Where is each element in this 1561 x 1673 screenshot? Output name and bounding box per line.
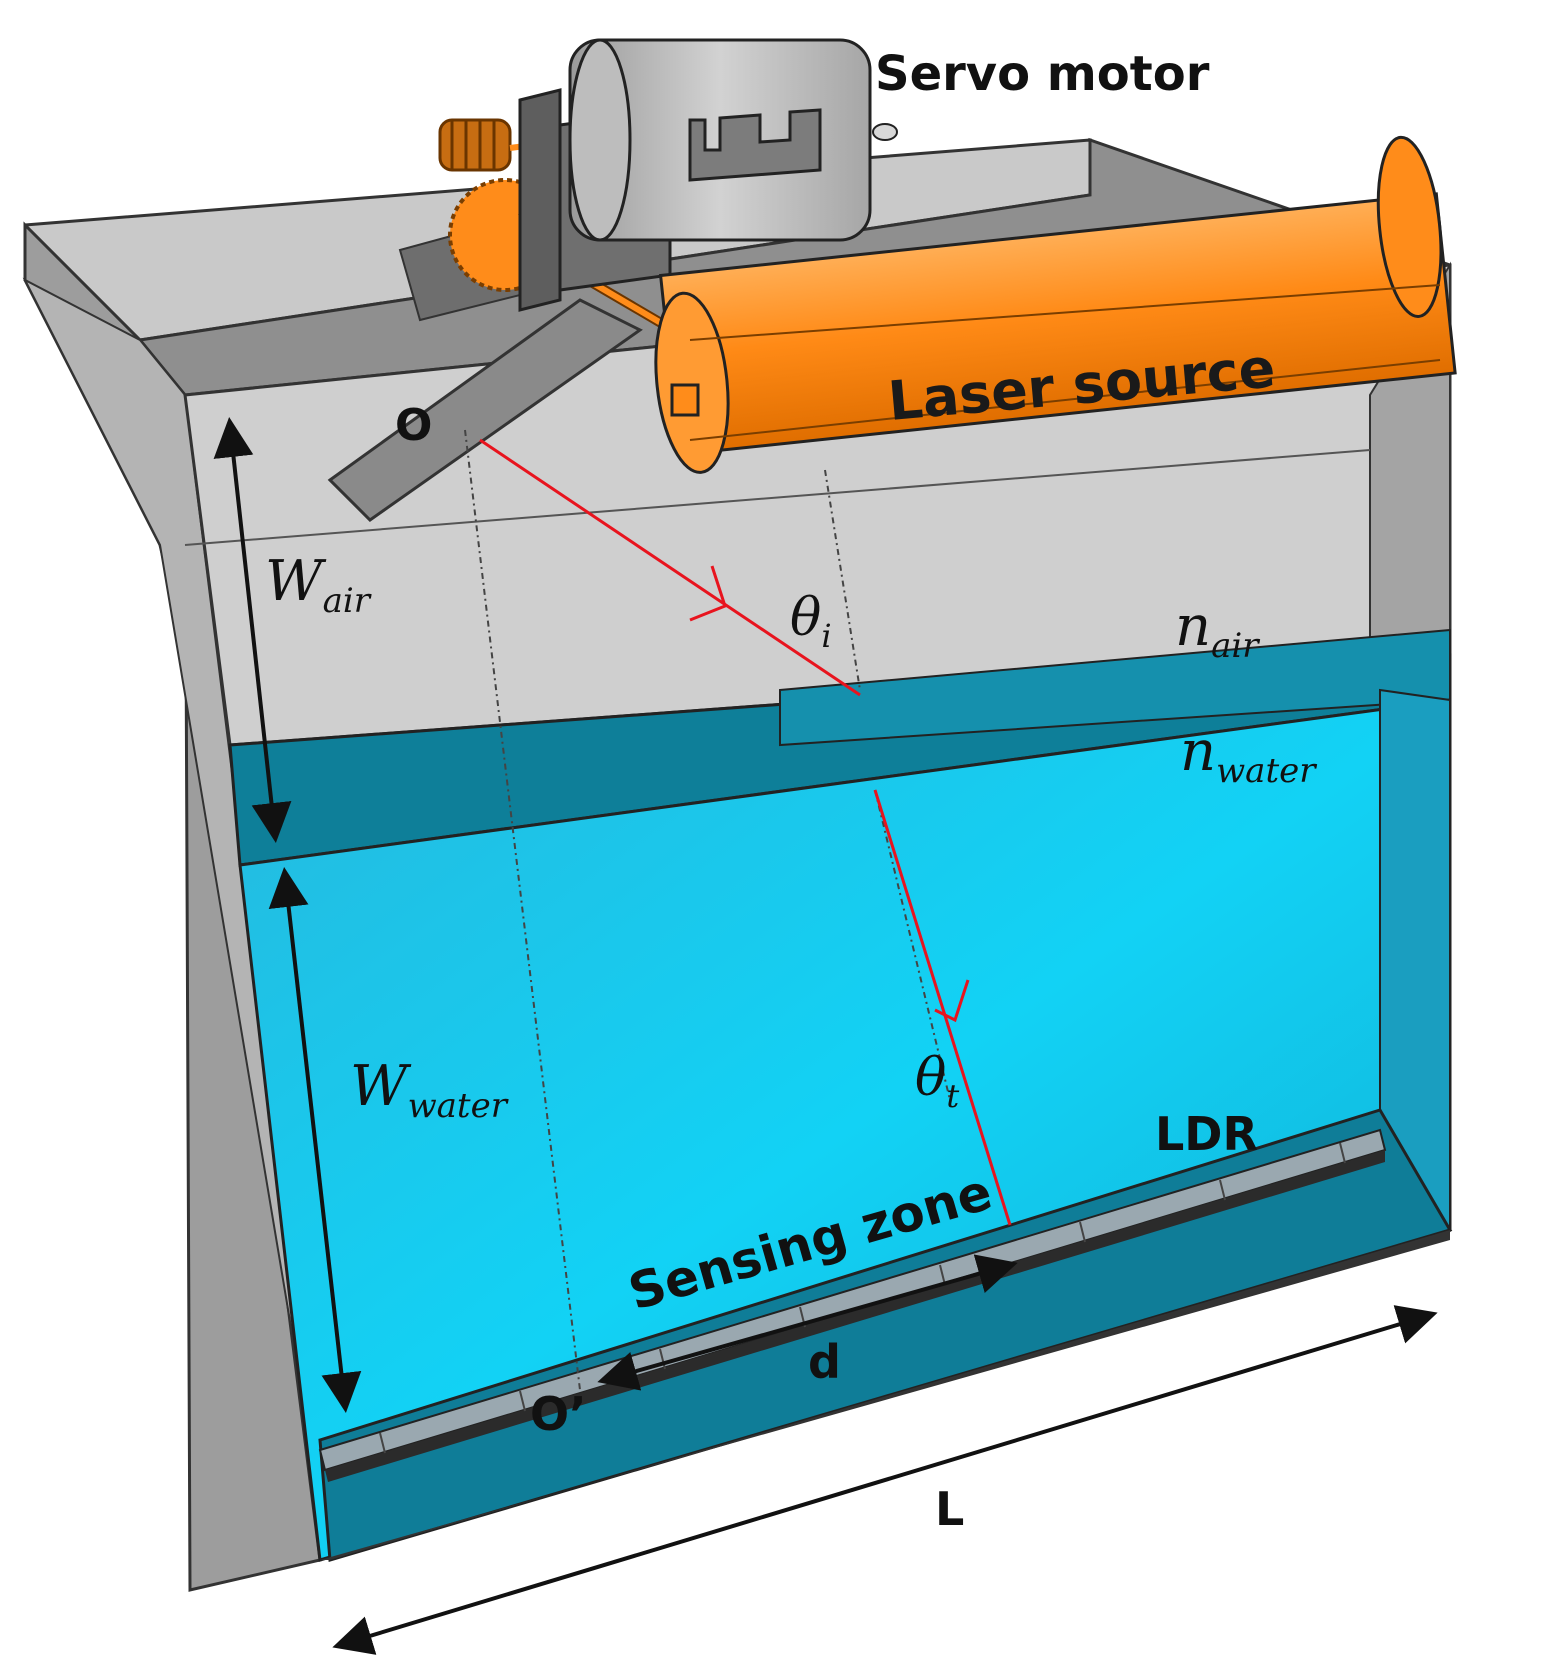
laser-beam	[479, 438, 1012, 1226]
reference-lines	[464, 429, 951, 1391]
servo-motor	[438, 38, 898, 345]
beam-incident	[479, 438, 861, 697]
beam-refracted	[873, 789, 1012, 1226]
normal-line-origin	[464, 429, 581, 1391]
theta-i-label: θi	[790, 588, 832, 655]
n-air-label: nair	[1175, 594, 1260, 666]
l-arrow	[332, 1305, 1438, 1655]
w-air-arrow	[213, 417, 292, 843]
length-label: L	[935, 1482, 964, 1536]
theta-t-label: θt	[915, 1048, 959, 1115]
tank-left-face	[22, 277, 331, 1561]
dimension-arrows	[213, 417, 1438, 1655]
w-water-label: Wwater	[350, 1054, 509, 1126]
beam-arrow-refracted	[934, 979, 970, 1023]
origin-label: O	[395, 400, 432, 451]
w-air-label: Wair	[265, 549, 372, 621]
ldr-label: LDR	[1155, 1107, 1258, 1161]
normal-line-transmission	[874, 789, 951, 1101]
d-label: d	[808, 1335, 841, 1389]
servo-motor-label: Servo motor	[875, 46, 1210, 102]
normal-line-incidence	[824, 469, 861, 691]
origin-projection-label: O’	[530, 1387, 587, 1441]
n-water-label: nwater	[1180, 719, 1317, 791]
beam-arrow-incident	[689, 565, 727, 622]
laser-source	[654, 135, 1457, 474]
